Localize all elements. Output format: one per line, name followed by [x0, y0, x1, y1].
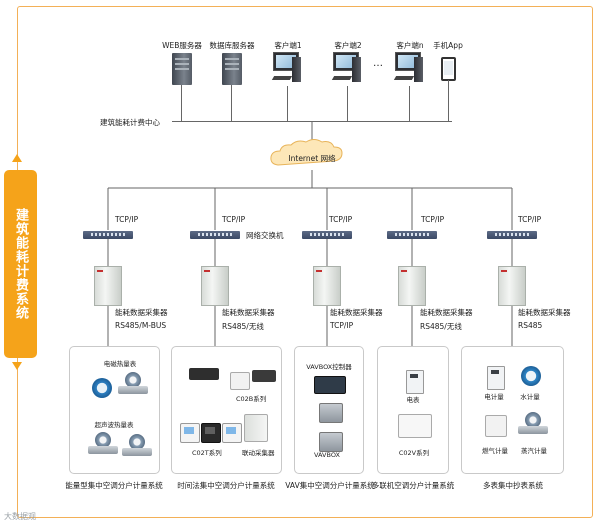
sidebar-title-block: 建筑能耗计费系统 [4, 170, 37, 358]
c02b-device-module-icon [252, 370, 276, 382]
branch1-bus-label: RS485/M-BUS [115, 321, 167, 330]
internet-cloud-icon [270, 139, 343, 166]
cloud-label: Internet 网络 [288, 154, 336, 163]
branch5-bus-label: RS485 [518, 321, 543, 330]
branch3-switch-icon [302, 231, 352, 239]
client1-computer-icon [271, 52, 301, 86]
branch4-device2-label: C02V系列 [398, 449, 430, 457]
branch2-device3-label: 联动采集器 [242, 449, 275, 457]
electricity-meter-icon [406, 370, 424, 394]
branch5-switch-icon [487, 231, 537, 239]
linkage-collector-icon [244, 414, 268, 442]
branch3-collector-cabinet-icon [313, 266, 341, 306]
branch3-device-box [294, 346, 364, 474]
ultrasonic-heat-meter-icon [88, 432, 118, 458]
branch4-switch-icon [387, 231, 437, 239]
c02t-thermostat-white-icon [180, 423, 200, 443]
branch4-caption: 多联机空调分户计量系统 [371, 481, 455, 490]
web-server-label: WEB服务器 [162, 41, 202, 50]
branch3-device1-label: VAVBOX控制器 [306, 363, 352, 371]
branch4-protocol: TCP/IP [421, 215, 445, 224]
branch1-collector-cabinet-icon [94, 266, 122, 306]
c02v-device-icon [398, 414, 432, 438]
branch5-device3-label: 燃气计量 [482, 447, 508, 455]
steam-meter-icon [518, 412, 548, 438]
web-server-icon [172, 53, 192, 85]
branch1-collector-label: 能耗数据采集器 [115, 308, 168, 317]
sidebar-title: 建筑能耗计费系统 [13, 208, 28, 320]
branch2-protocol: TCP/IP [222, 215, 246, 224]
client1-label: 客户端1 [274, 41, 302, 50]
sidebar-arrow-down-icon [12, 362, 22, 370]
switch-label: 网络交换机 [246, 231, 284, 240]
branch4-collector-label: 能耗数据采集器 [420, 308, 473, 317]
c02b-device-white-icon [230, 372, 250, 390]
branch5-collector-cabinet-icon [498, 266, 526, 306]
branch2-collector-label: 能耗数据采集器 [222, 308, 275, 317]
ultrasonic-flow-meter-icon [122, 434, 152, 460]
branch2-collector-cabinet-icon [201, 266, 229, 306]
c02t-thermostat-dark-icon [201, 423, 221, 443]
branch2-switch-icon [190, 231, 240, 239]
branch1-device2-label: 超声波热量表 [94, 421, 134, 429]
branch5-device-box [461, 346, 564, 474]
branch1-device-box [69, 346, 160, 474]
branch2-bus-label: RS485/无线 [222, 322, 264, 331]
center-label: 建筑能耗计费中心 [100, 118, 160, 127]
vavbox-controller-icon [314, 376, 346, 394]
branch1-protocol: TCP/IP [115, 215, 139, 224]
branch3-protocol: TCP/IP [329, 215, 353, 224]
water-meter-icon [521, 366, 541, 386]
c02b-device-dark-icon [189, 368, 219, 380]
watermark: 大数据观 [4, 512, 36, 521]
branch5-collector-label: 能耗数据采集器 [518, 308, 571, 317]
db-server-icon [222, 53, 242, 85]
branch1-caption: 能量型集中空调分户计量系统 [65, 481, 163, 490]
electromagnetic-flow-meter-icon [118, 372, 148, 398]
branch4-device-box [377, 346, 449, 474]
branch2-caption: 时间法集中空调分户计量系统 [177, 481, 275, 490]
gas-meter-icon [485, 415, 507, 437]
branch5-caption: 多表集中抄表系统 [483, 481, 543, 490]
branch5-protocol: TCP/IP [518, 215, 542, 224]
sidebar-arrow-up-icon [12, 154, 22, 162]
client2-computer-icon [331, 52, 361, 86]
vavbox-upper-icon [319, 403, 343, 423]
clientn-computer-icon [393, 52, 423, 86]
branch1-switch-icon [83, 231, 133, 239]
branch3-device2-label: VAVBOX [313, 451, 341, 459]
db-server-label: 数据库服务器 [209, 41, 255, 50]
branch4-bus-label: RS485/无线 [420, 322, 462, 331]
client2-label: 客户端2 [334, 41, 362, 50]
branch3-bus-label: TCP/IP [330, 321, 354, 330]
branch5-device2-label: 水计量 [520, 393, 540, 401]
branch5-device4-label: 蒸汽计量 [521, 447, 547, 455]
electromagnetic-heat-meter-icon [92, 378, 112, 398]
vavbox-lower-icon [319, 432, 343, 452]
branch5-device1-label: 电计量 [484, 393, 504, 401]
mobile-app-label: 手机App [433, 41, 463, 50]
c02t-thermostat-gray-icon [222, 423, 242, 443]
branch3-caption: VAV集中空调分户计量系统 [285, 481, 375, 490]
electric-meter-icon [487, 366, 505, 390]
center-bus-line [172, 121, 452, 122]
branch2-device2-label: C02T系列 [192, 449, 222, 457]
branch4-collector-cabinet-icon [398, 266, 426, 306]
branch4-device1-label: 电表 [406, 396, 420, 404]
branch1-device1-label: 电磁热量表 [103, 360, 137, 368]
clientn-label: 客户端n [396, 41, 424, 50]
branch3-collector-label: 能耗数据采集器 [330, 308, 383, 317]
branch2-device-box [171, 346, 282, 474]
branch2-device1-label: C02B系列 [236, 395, 267, 403]
clients-ellipsis: … [373, 58, 383, 69]
